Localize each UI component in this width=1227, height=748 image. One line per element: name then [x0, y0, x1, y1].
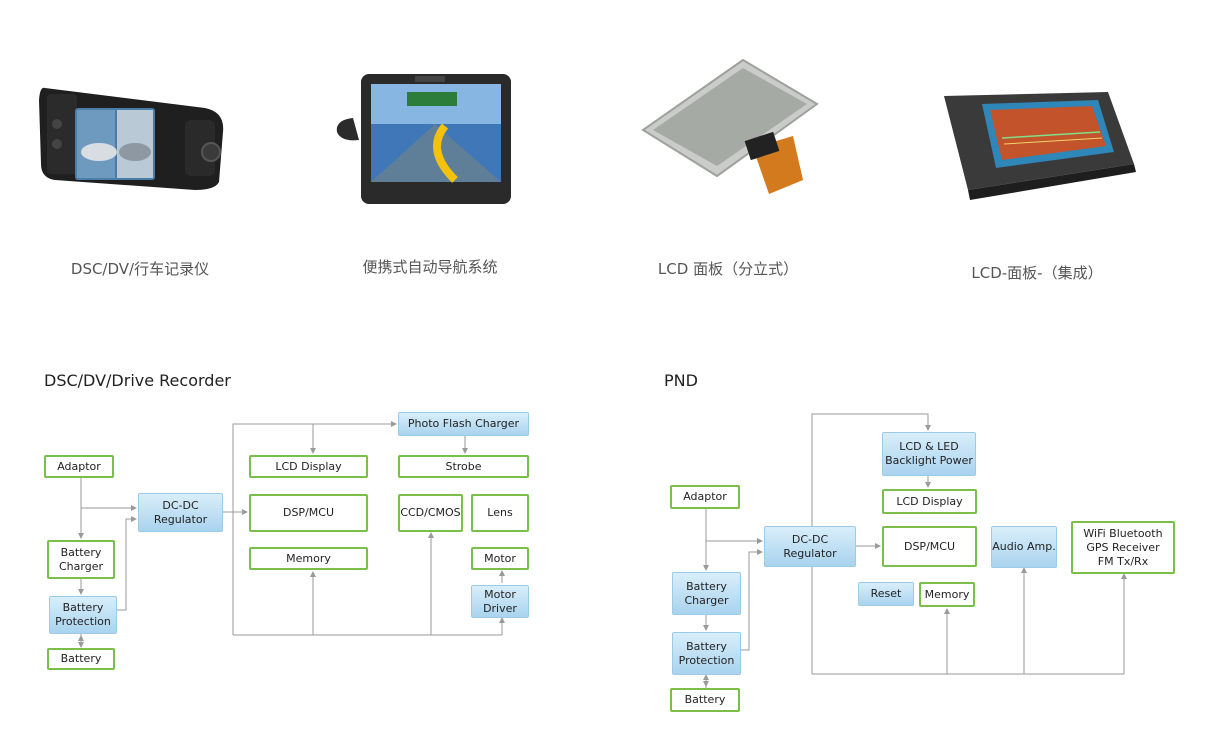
dsc-strobe-box: Strobe: [398, 455, 529, 478]
pnd-memory-box: Memory: [919, 582, 975, 607]
product-caption: LCD 面板（分立式）: [657, 260, 799, 278]
product-lcd-panel[interactable]: LCD 面板（分立式）: [603, 0, 853, 300]
pnd-reset-box: Reset: [858, 582, 914, 606]
gps-navigator-image: [336, 74, 511, 204]
dsc-dsp-mcu-box: DSP/MCU: [249, 494, 368, 532]
pnd-wifi-gps-fm-box: WiFi Bluetooth GPS Receiver FM Tx/Rx: [1071, 521, 1175, 574]
product-caption: 便携式自动导航系统: [362, 258, 498, 276]
pnd-audio-amp-box: Audio Amp.: [991, 526, 1057, 568]
pnd-dsp-mcu-box: DSP/MCU: [882, 526, 977, 567]
dsc-memory-box: Memory: [249, 547, 368, 570]
lcd-panel-image: [641, 58, 819, 194]
product-dashcam[interactable]: DSC/DV/行车记录仪: [15, 0, 265, 300]
pnd-lcd-display-box: LCD Display: [882, 489, 977, 514]
dsc-lens-box: Lens: [471, 494, 529, 532]
dsc-motor-driver-box: Motor Driver: [471, 585, 529, 618]
product-integrated-lcd[interactable]: LCD-面板-（集成）: [912, 0, 1162, 300]
dsc-ccd-cmos-box: CCD/CMOS: [398, 494, 463, 532]
dsc-battery-charger-box: Battery Charger: [47, 540, 115, 579]
pnd-battery-charger-box: Battery Charger: [672, 572, 741, 615]
dsc-dcdc-regulator-box: DC-DC Regulator: [138, 493, 223, 532]
dsc-diagram-title: DSC/DV/Drive Recorder: [44, 371, 231, 390]
dashcam-image: [39, 87, 224, 190]
pnd-diagram-title: PND: [664, 371, 698, 390]
dsc-photo-flash-charger-box: Photo Flash Charger: [398, 412, 529, 436]
pnd-battery-box: Battery: [670, 688, 740, 712]
pnd-adaptor-box: Adaptor: [670, 485, 740, 509]
product-caption: DSC/DV/行车记录仪: [70, 260, 210, 278]
integrated-lcd-image: [944, 92, 1136, 200]
pnd-battery-protection-box: Battery Protection: [672, 632, 741, 675]
product-caption: LCD-面板-（集成）: [971, 264, 1103, 282]
dsc-battery-protection-box: Battery Protection: [49, 596, 117, 634]
dsc-lcd-display-box: LCD Display: [249, 455, 368, 478]
pnd-lcd-led-backlight-box: LCD & LED Backlight Power: [882, 432, 976, 476]
pnd-dcdc-regulator-box: DC-DC Regulator: [764, 526, 856, 567]
dsc-adaptor-box: Adaptor: [44, 455, 114, 478]
dsc-battery-box: Battery: [47, 648, 115, 670]
product-gps-navigator[interactable]: 便携式自动导航系统: [305, 0, 555, 300]
dsc-motor-box: Motor: [471, 547, 529, 570]
